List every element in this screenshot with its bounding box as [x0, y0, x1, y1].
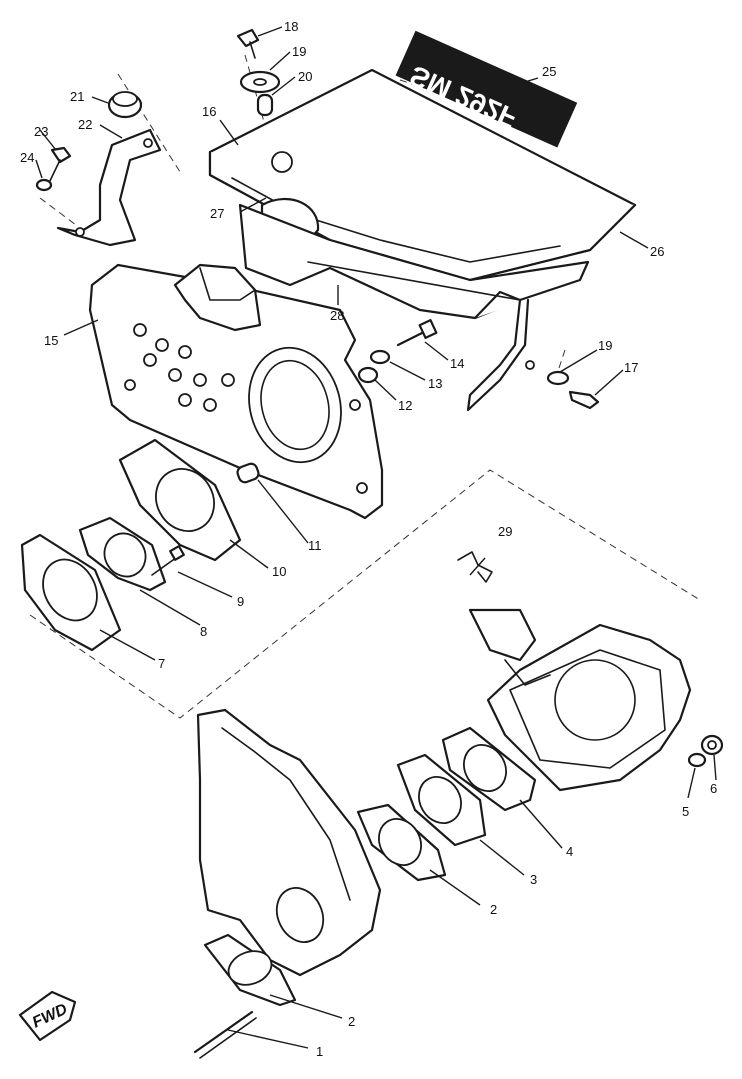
- fwd-arrow: FWD: [18, 990, 77, 1042]
- part-label-14: 14: [450, 356, 464, 371]
- part-label-7: 7: [158, 656, 165, 671]
- part-label-29: 29: [498, 524, 512, 539]
- part-label-9: 9: [237, 594, 244, 609]
- part-label-8: 8: [200, 624, 207, 639]
- part-label-23: 23: [34, 124, 48, 139]
- part-label-15: 15: [44, 333, 58, 348]
- mounting-bracket: [56, 128, 162, 247]
- part-label-12: 12: [398, 398, 412, 413]
- silencer-housing: [238, 203, 590, 412]
- part-label-10: 10: [272, 564, 286, 579]
- part-label-22: 22: [78, 117, 92, 132]
- part-label-28: 28: [330, 308, 344, 323]
- carburetor: [457, 551, 724, 792]
- part-label-5: 5: [682, 804, 689, 819]
- carb-gaskets: [356, 726, 537, 882]
- part-label-1: 1: [316, 1044, 323, 1059]
- intake-manifold: [88, 263, 384, 520]
- part-label-4: 4: [566, 844, 573, 859]
- part-label-6: 6: [710, 781, 717, 796]
- part-label-26: 26: [650, 244, 664, 259]
- part-label-11: 11: [308, 538, 322, 553]
- part-number-labels: 1 2 2 2 3 4 5 6 7 8 9 10 11 12 13 14 15 …: [20, 19, 717, 1059]
- part-label-19: 19: [598, 338, 612, 353]
- part-label-2: 2: [348, 1014, 355, 1029]
- intake-silencer: [193, 708, 382, 1059]
- part-label-2: 2: [490, 902, 497, 917]
- part-label-27: 27: [210, 206, 224, 221]
- part-label-19: 19: [292, 44, 306, 59]
- part-label-25: 25: [542, 64, 556, 79]
- part-label-21: 21: [70, 89, 84, 104]
- part-label-24: 24: [20, 150, 34, 165]
- part-label-13: 13: [428, 376, 442, 391]
- part-label-17: 17: [624, 360, 638, 375]
- part-label-16: 16: [202, 104, 216, 119]
- part-label-3: 3: [530, 872, 537, 887]
- gasket-set-upper: [20, 438, 242, 652]
- hardware-top: [35, 28, 600, 484]
- leader-lines: [35, 26, 717, 1049]
- part-label-18: 18: [284, 19, 298, 34]
- part-label-20: 20: [298, 69, 312, 84]
